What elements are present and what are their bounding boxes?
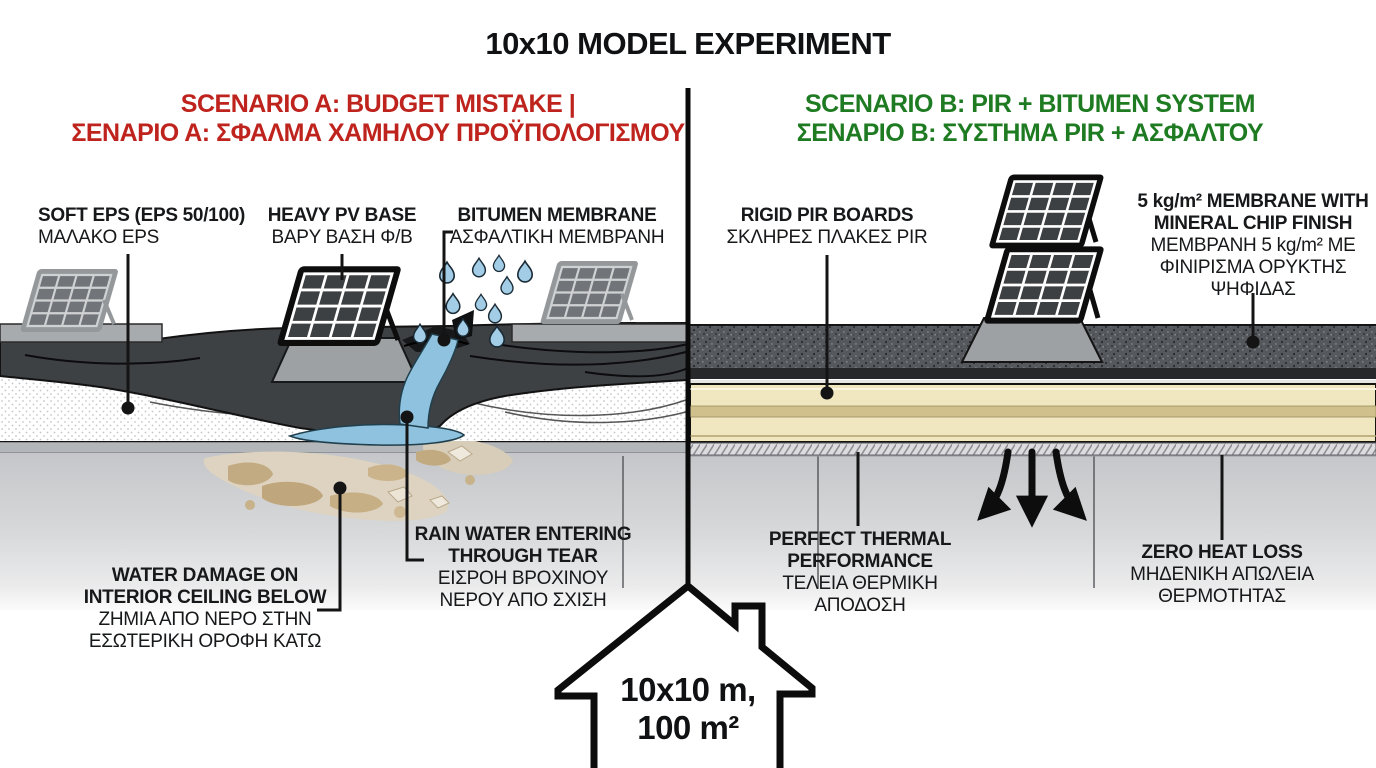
label-mineral-membrane-en2: MINERAL CHIP FINISH <box>1153 213 1353 234</box>
label-bitumen-membrane: BITUMEN MEMBRANE ΑΣΦΑΛΤΙΚΗ ΜΕΜΒΡΑΝΗ <box>447 205 667 249</box>
scenario-b-heading: SCENARIO B: PIR + BITUMEN SYSTEM ΣΕΝΑΡΙΟ… <box>712 90 1348 148</box>
house-size-line1: 10x10 m, <box>620 671 756 708</box>
pv-panel-icon <box>981 244 1107 326</box>
label-water-damage-gr2: ΕΣΩΤΕΡΙΚΗ ΟΡΟΦΗ ΚΑΤΩ <box>88 631 322 652</box>
water-leak <box>287 333 466 446</box>
label-rigid-pir: RIGID PIR BOARDS ΣΚΛΗΡΕΣ ΠΛΑΚΕΣ PIR <box>717 205 937 249</box>
label-water-damage-en2: INTERIOR CEILING BELOW <box>83 587 327 608</box>
label-bitumen-membrane-gr: ΑΣΦΑΛΤΙΚΗ ΜΕΜΒΡΑΝΗ <box>449 227 665 248</box>
label-water-damage: WATER DAMAGE ON INTERIOR CEILING BELOW Ζ… <box>75 565 335 653</box>
callout-rain-water <box>405 417 424 562</box>
callout-bitumen <box>442 230 453 340</box>
callout-water-damage <box>317 488 342 612</box>
label-rain-water-gr1: ΕΙΣΡΟΗ ΒΡΟΧΙΝΟΥ <box>437 568 609 589</box>
pv-panel-icon <box>18 267 121 334</box>
label-soft-eps: SOFT EPS (EPS 50/100) ΜΑΛΑΚΟ EPS <box>38 205 268 249</box>
label-zero-heat-loss-gr1: ΜΗΔΕΝΙΚΗ ΑΠΩΛΕΙΑ <box>1130 564 1314 585</box>
house-size-line2: 100 m² <box>637 709 739 746</box>
label-bitumen-membrane-en: BITUMEN MEMBRANE <box>457 205 657 226</box>
scenario-a-heading: SCENARIO A: BUDGET MISTAKE | ΣΕΝΑΡΙΟ Α: … <box>58 90 698 148</box>
pv-panel-icon <box>274 264 404 348</box>
pv-panel-icon <box>986 173 1106 250</box>
label-mineral-membrane-en1: 5 kg/m² MEMBRANE WITH <box>1137 191 1369 212</box>
ceiling-joint-lines <box>622 456 1095 588</box>
label-soft-eps-gr: ΜΑΛΑΚΟ EPS <box>38 227 160 248</box>
house-size-label: 10x10 m, 100 m² <box>588 671 788 747</box>
label-perfect-thermal-en2: PERFORMANCE <box>787 551 933 572</box>
house-icon <box>554 581 816 768</box>
water-stain <box>203 438 513 521</box>
label-rain-water-en1: RAIN WATER ENTERING <box>414 524 632 545</box>
scenario-a-heading-en: SCENARIO A: BUDGET MISTAKE | <box>180 90 576 118</box>
label-zero-heat-loss-en: ZERO HEAT LOSS <box>1141 542 1303 563</box>
label-heavy-pv-base-en: HEAVY PV BASE <box>267 205 417 226</box>
label-zero-heat-loss-gr2: ΘΕΡΜΟΤΗΤΑΣ <box>1158 586 1286 607</box>
label-rain-water: RAIN WATER ENTERING THROUGH TEAR ΕΙΣΡΟΗ … <box>413 524 633 612</box>
label-rigid-pir-en: RIGID PIR BOARDS <box>740 205 914 226</box>
label-rain-water-gr2: ΝΕΡΟΥ ΑΠΟ ΣΧΙΣΗ <box>439 590 607 611</box>
label-perfect-thermal-en1: PERFECT THERMAL <box>768 529 952 550</box>
label-heavy-pv-base-gr: ΒΑΡΥ ΒΑΣΗ Φ/Β <box>271 227 413 248</box>
label-rigid-pir-gr: ΣΚΛΗΡΕΣ ΠΛΑΚΕΣ PIR <box>726 227 928 248</box>
pir-boards-layer <box>689 383 1376 443</box>
down-arrow-icon <box>977 448 1087 528</box>
label-mineral-membrane-gr2: ΦΙΝΙΡΙΣΜΑ ΟΡΥΚΤΗΣ ΨΗΦΙΔΑΣ <box>1159 257 1347 300</box>
pv-panel-icon <box>538 259 641 326</box>
paver-strip-right <box>511 323 689 343</box>
label-perfect-thermal: PERFECT THERMAL PERFORMANCE ΤΕΛΕΙΑ ΘΕΡΜΙ… <box>750 529 970 617</box>
pv-concrete-base-b <box>960 317 1104 363</box>
label-water-damage-en1: WATER DAMAGE ON <box>111 565 299 586</box>
label-water-damage-gr1: ΖΗΜΙΑ ΑΠΟ ΝΕΡΟ ΣΤΗΝ <box>98 609 312 630</box>
label-perfect-thermal-gr: ΤΕΛΕΙΑ ΘΕΡΜΙΚΗ ΑΠΟΔΟΣΗ <box>782 573 938 616</box>
scenario-divider-line <box>685 88 691 590</box>
label-soft-eps-en: SOFT EPS (EPS 50/100) <box>38 205 246 226</box>
label-rain-water-en2: THROUGH TEAR <box>448 546 598 567</box>
page-title: 10x10 MODEL EXPERIMENT <box>485 26 891 61</box>
scenario-a-heading-gr: ΣΕΝΑΡΙΟ Α: ΣΦΑΛΜΑ ΧΑΜΗΛΟΥ ΠΡΟΫΠΟΛΟΓΙΣΜΟΥ <box>71 119 685 147</box>
label-mineral-membrane: 5 kg/m² MEMBRANE WITH MINERAL CHIP FINIS… <box>1118 191 1376 301</box>
label-zero-heat-loss: ZERO HEAT LOSS ΜΗΔΕΝΙΚΗ ΑΠΩΛΕΙΑ ΘΕΡΜΟΤΗΤ… <box>1102 542 1342 608</box>
label-heavy-pv-base: HEAVY PV BASE ΒΑΡΥ ΒΑΣΗ Φ/Β <box>262 205 422 249</box>
label-mineral-membrane-gr1: ΜΕΜΒΡΑΝΗ 5 kg/m² ΜΕ <box>1150 235 1356 256</box>
scenario-b-heading-gr: ΣΕΝΑΡΙΟ Β: ΣΥΣΤΗΜΑ PIR + ΑΣΦΑΛΤΟΥ <box>796 119 1264 147</box>
callout-lines <box>121 230 1260 612</box>
scenario-b-heading-en: SCENARIO B: PIR + BITUMEN SYSTEM <box>804 90 1256 118</box>
